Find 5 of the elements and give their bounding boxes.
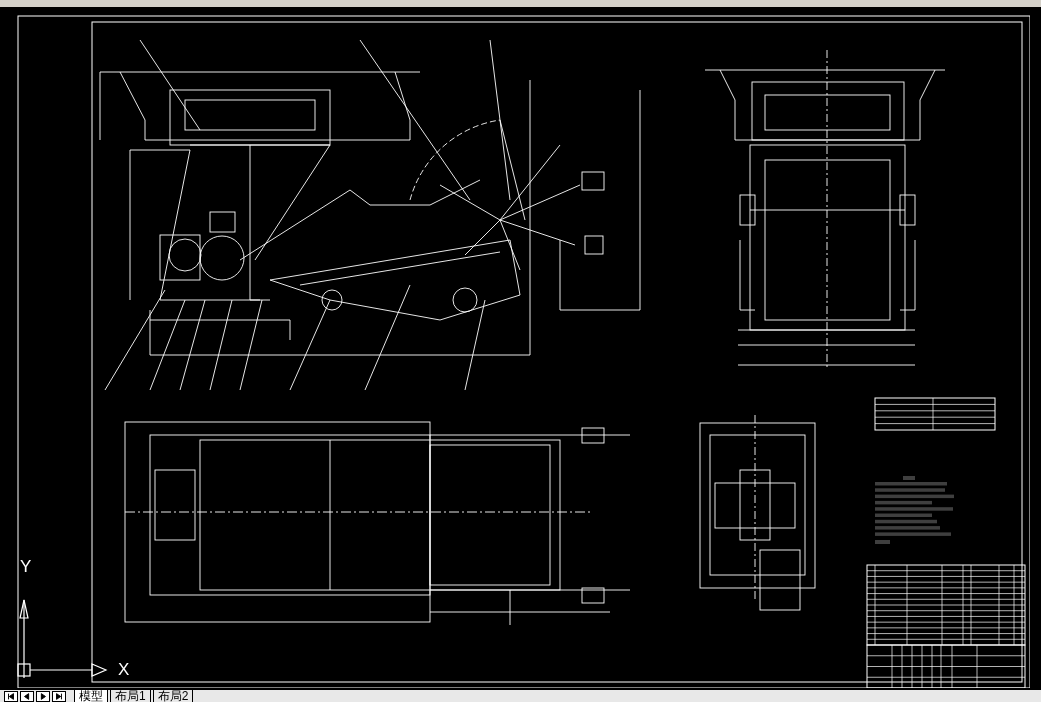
layout-tab: 模型 (74, 690, 108, 702)
axis-label: Y (20, 558, 32, 575)
axis-label: X (118, 661, 130, 678)
layout-tab: 布局2 (152, 690, 194, 702)
layout-tab: 布局1 (110, 690, 151, 702)
